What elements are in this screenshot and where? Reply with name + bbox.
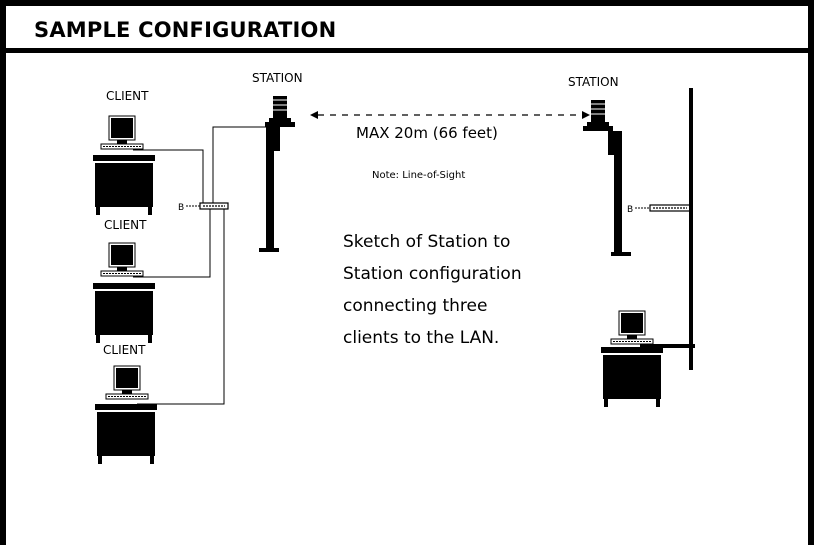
left-hub: B xyxy=(178,202,229,213)
client-workstation-2 xyxy=(93,242,155,343)
uplink-cable-left xyxy=(212,126,268,203)
header-bar: SAMPLE CONFIGURATION xyxy=(6,6,808,53)
right-hub: B xyxy=(627,204,691,215)
client-label-1: CLIENT xyxy=(106,89,149,103)
client-workstation-1 xyxy=(93,115,155,215)
description-line-3: connecting three xyxy=(343,296,487,316)
lan-workstation xyxy=(601,310,663,407)
distance-label: MAX 20m (66 feet) xyxy=(356,124,498,142)
client-workstation-3 xyxy=(95,365,157,464)
page-title: SAMPLE CONFIGURATION xyxy=(34,18,337,42)
station-label-left: STATION xyxy=(252,71,303,85)
description-line-4: clients to the LAN. xyxy=(343,328,499,348)
description-line-1: Sketch of Station to xyxy=(343,232,510,252)
right-station xyxy=(582,99,631,256)
description-line-2: Station configuration xyxy=(343,264,522,284)
line-of-sight-note: Note: Line-of-Sight xyxy=(372,170,465,181)
hub-label-right: B xyxy=(627,205,633,215)
left-station xyxy=(259,95,296,252)
hub-label-left: B xyxy=(178,203,184,213)
client-cabling xyxy=(133,149,225,405)
distance-arrow xyxy=(310,111,590,119)
client-label-3: CLIENT xyxy=(103,343,146,357)
client-label-2: CLIENT xyxy=(104,218,147,232)
station-label-right: STATION xyxy=(568,75,619,89)
lan-backbone xyxy=(640,88,695,370)
